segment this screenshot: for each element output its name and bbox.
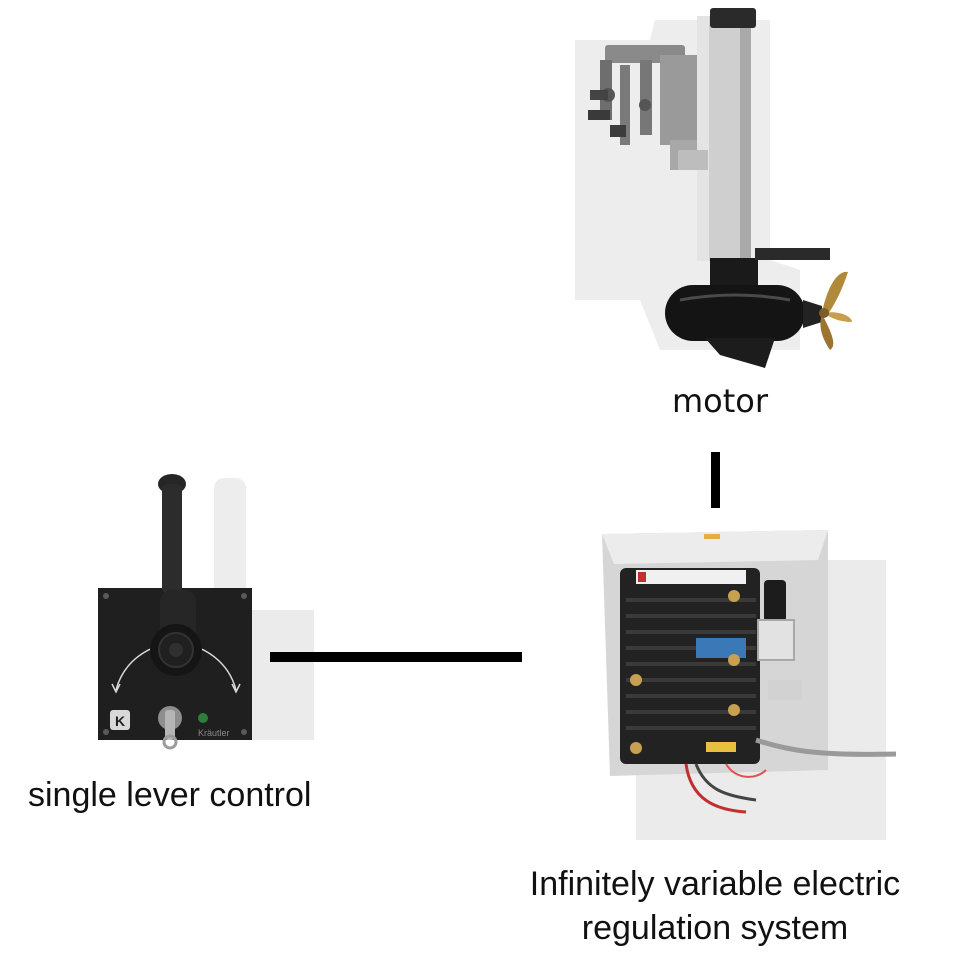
brand-logo-letter: K xyxy=(115,713,125,729)
wiring-harness xyxy=(684,737,897,814)
regulation-system-label-line2: regulation system xyxy=(581,909,849,947)
motor-controller-connector xyxy=(711,452,720,508)
single-lever-control-image: K Kräutler xyxy=(98,474,314,750)
status-indicator-light xyxy=(198,713,208,723)
regulation-system-label: Infinitely variable electric regulation … xyxy=(490,862,940,950)
motor-shaft xyxy=(678,8,756,261)
motor-controller-unit xyxy=(620,568,760,764)
regulation-system-image xyxy=(602,530,897,840)
regulation-system-label-line1: Infinitely variable electric xyxy=(529,865,901,903)
motor-pod xyxy=(665,285,805,341)
lever-handle xyxy=(150,474,202,676)
motor-label: motor xyxy=(671,382,769,420)
motor-image xyxy=(575,8,852,368)
propeller xyxy=(819,271,852,350)
single-lever-control-label: single lever control xyxy=(28,776,312,814)
brand-logo-badge xyxy=(110,710,130,730)
key-switch xyxy=(158,706,182,750)
lever-controller-connector xyxy=(270,652,522,662)
brand-name: Kräutler xyxy=(198,728,230,738)
